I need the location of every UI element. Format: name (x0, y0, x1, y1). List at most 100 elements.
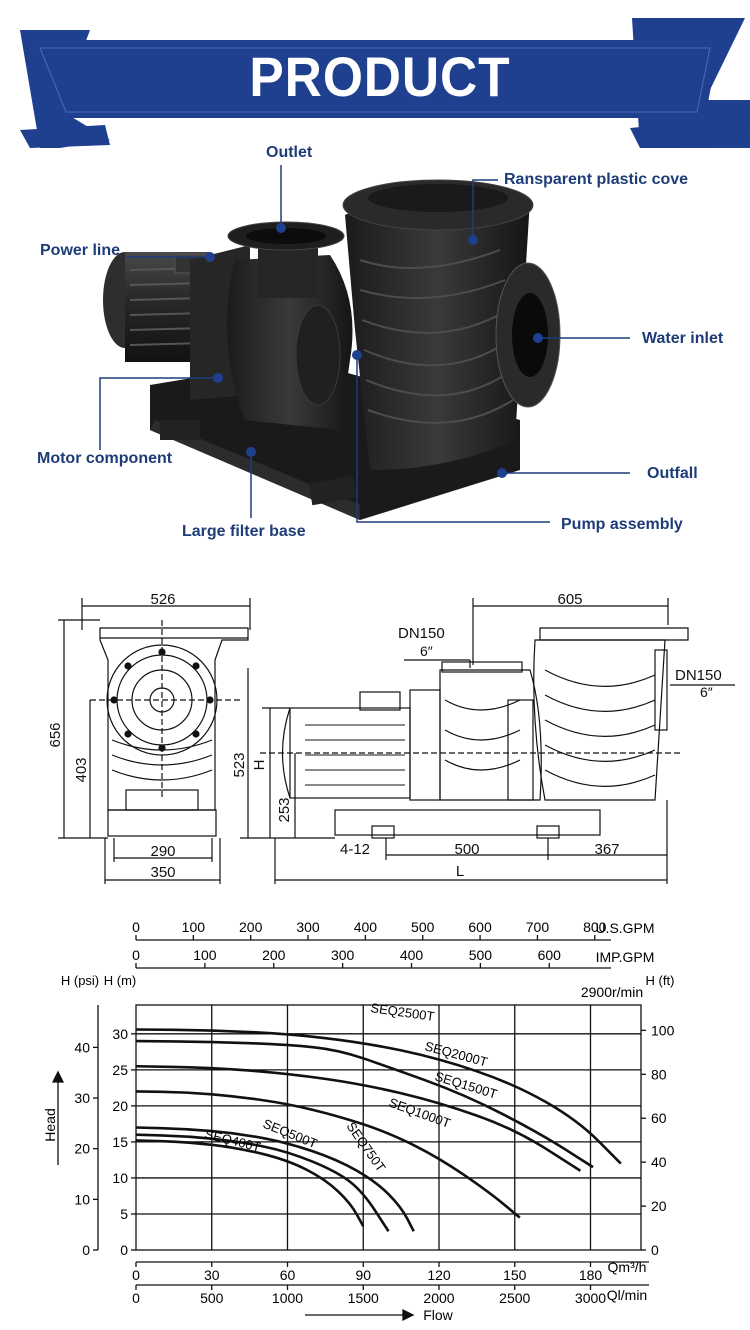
volute (227, 221, 353, 430)
x-tick-label-usgpm: 600 (468, 919, 492, 935)
dim-inlet-inch: 6″ (700, 684, 713, 700)
dim-outlet-inch: 6″ (420, 643, 433, 659)
y-tick-label-m: 30 (112, 1026, 128, 1042)
dim-base-inner: 290 (150, 843, 175, 860)
x-tick-label: 30 (204, 1267, 220, 1283)
x-tick-label-usgpm: 800 (583, 919, 607, 935)
dimension-drawing: 526 656 403 290 350 605 DN150 6″ DN150 6… (0, 585, 750, 890)
y-tick-label-ft: 40 (651, 1154, 667, 1170)
axis-arrows (51, 1070, 415, 1322)
curve-seq2500t (135, 1028, 622, 1165)
x-tick-label-impgpm: 100 (193, 947, 217, 963)
x-tick-label-usgpm: 700 (526, 919, 550, 935)
x-tick-label-lmin: 1500 (348, 1290, 379, 1306)
y-tick-label-psi: 10 (74, 1191, 90, 1207)
dim-outlet-dn: DN150 (398, 625, 445, 642)
x-tick-label: 150 (503, 1267, 527, 1283)
x-tick-label-impgpm: 600 (538, 947, 562, 963)
dim-base-height: 253 (276, 797, 293, 822)
x-tick-label-lmin: 1000 (272, 1290, 303, 1306)
x-axis-label: Flow (423, 1307, 453, 1323)
dim-front-width: 526 (150, 591, 175, 608)
x-tick-label: 120 (427, 1267, 451, 1283)
y-tick-label-ft: 80 (651, 1066, 667, 1082)
dim-total-length: L (456, 863, 464, 880)
curve-label-seq500t: SEQ500T (261, 1116, 320, 1151)
y-tick-label-psi: 20 (74, 1141, 90, 1157)
y-tick-label-ft: 20 (651, 1198, 667, 1214)
pump-illustration-section: Outlet Ransparent plastic cove Power lin… (0, 140, 750, 560)
y-tick-label-ft: 100 (651, 1022, 675, 1038)
dim-axis-height: 523 (231, 752, 248, 777)
y-tick-label-m: 15 (112, 1134, 128, 1150)
x-tick-label: 60 (280, 1267, 296, 1283)
x-tick-label-usgpm: 200 (239, 919, 263, 935)
callout-power-line: Power line (40, 242, 121, 259)
callout-cover: Ransparent plastic cove (504, 171, 689, 188)
x-tick-label: 180 (579, 1267, 603, 1283)
x-top-imp-unit: IMP.GPM (596, 949, 655, 965)
chart-labels: 2900r/min U.S.GPM IMP.GPM Qm³/h Ql/min F… (42, 920, 674, 1323)
x-tick-label-usgpm: 300 (296, 919, 320, 935)
x-tick-label-usgpm: 400 (354, 919, 378, 935)
dim-rear-offset: 367 (594, 841, 619, 858)
strainer-housing (342, 179, 561, 470)
curve-label-seq1000t: SEQ1000T (387, 1095, 453, 1131)
x-tick-label-usgpm: 0 (132, 919, 140, 935)
dim-front-axis-height: 403 (73, 757, 90, 782)
x-tick-label-lmin: 0 (132, 1290, 140, 1306)
y-tick-label-psi: 0 (82, 1242, 90, 1258)
x-tick-label-usgpm: 500 (411, 919, 435, 935)
x-tick-label-usgpm: 100 (182, 919, 206, 935)
front-view (90, 620, 249, 837)
callout-dots (205, 223, 543, 478)
curve-seq2000t (135, 1039, 594, 1169)
banner: PRODUCT PARAMETERS (0, 0, 750, 173)
callout-filter-base: Large filter base (182, 523, 306, 540)
x-unit-secondary: Ql/min (607, 1287, 647, 1303)
y-tick-label-m: 20 (112, 1098, 128, 1114)
y-tick-label-m: 5 (120, 1206, 128, 1222)
y-axis-label: Head (42, 1108, 58, 1141)
x-top-us-unit: U.S.GPM (595, 920, 654, 936)
dim-bolt-holes: 4-12 (340, 841, 370, 858)
callout-outfall: Outfall (647, 465, 698, 482)
x-tick-label-lmin: 2000 (423, 1290, 454, 1306)
x-tick-label-lmin: 3000 (575, 1290, 606, 1306)
y-tick-label-m: 10 (112, 1170, 128, 1186)
curve-seq750t (135, 1126, 415, 1232)
y-unit-ft: H (ft) (646, 973, 675, 988)
dim-base-outer: 350 (150, 864, 175, 881)
curve-seq400t (135, 1139, 365, 1227)
dim-side-length-top: 605 (557, 591, 582, 608)
y-tick-label-m: 0 (120, 1242, 128, 1258)
chart-annotation: 2900r/min (581, 984, 643, 1000)
curve-seq1000t (135, 1090, 521, 1219)
dim-front-height: 656 (47, 722, 64, 747)
dim-h-label: H (251, 760, 268, 771)
dimension-drawing-svg: 526 656 403 290 350 605 DN150 6″ DN150 6… (47, 591, 735, 884)
y-tick-label-ft: 60 (651, 1110, 667, 1126)
callout-lines (99, 165, 630, 523)
y-tick-label-ft: 0 (651, 1242, 659, 1258)
callout-motor-component: Motor component (37, 450, 173, 467)
side-view (260, 627, 689, 839)
chart-curves: SEQ2500TSEQ2000TSEQ1500TSEQ1000TSEQ750TS… (135, 1000, 622, 1232)
x-tick-label-impgpm: 0 (132, 947, 140, 963)
y-unit-psi: H (psi) (61, 973, 99, 988)
curve-seq500t (135, 1133, 390, 1232)
x-unit-primary: Qm³/h (608, 1259, 647, 1275)
y-tick-label-psi: 40 (74, 1039, 90, 1055)
callout-water-inlet: Water inlet (642, 330, 724, 347)
x-tick-label: 0 (132, 1267, 140, 1283)
y-unit-m: H (m) (104, 973, 137, 988)
y-tick-label-psi: 30 (74, 1090, 90, 1106)
x-tick-label-impgpm: 200 (262, 947, 286, 963)
banner-title: PRODUCT PARAMETERS (196, 45, 564, 173)
x-tick-label: 90 (355, 1267, 371, 1283)
curve-seq1500t (135, 1064, 582, 1172)
callout-pump-assembly: Pump assembly (561, 516, 683, 533)
